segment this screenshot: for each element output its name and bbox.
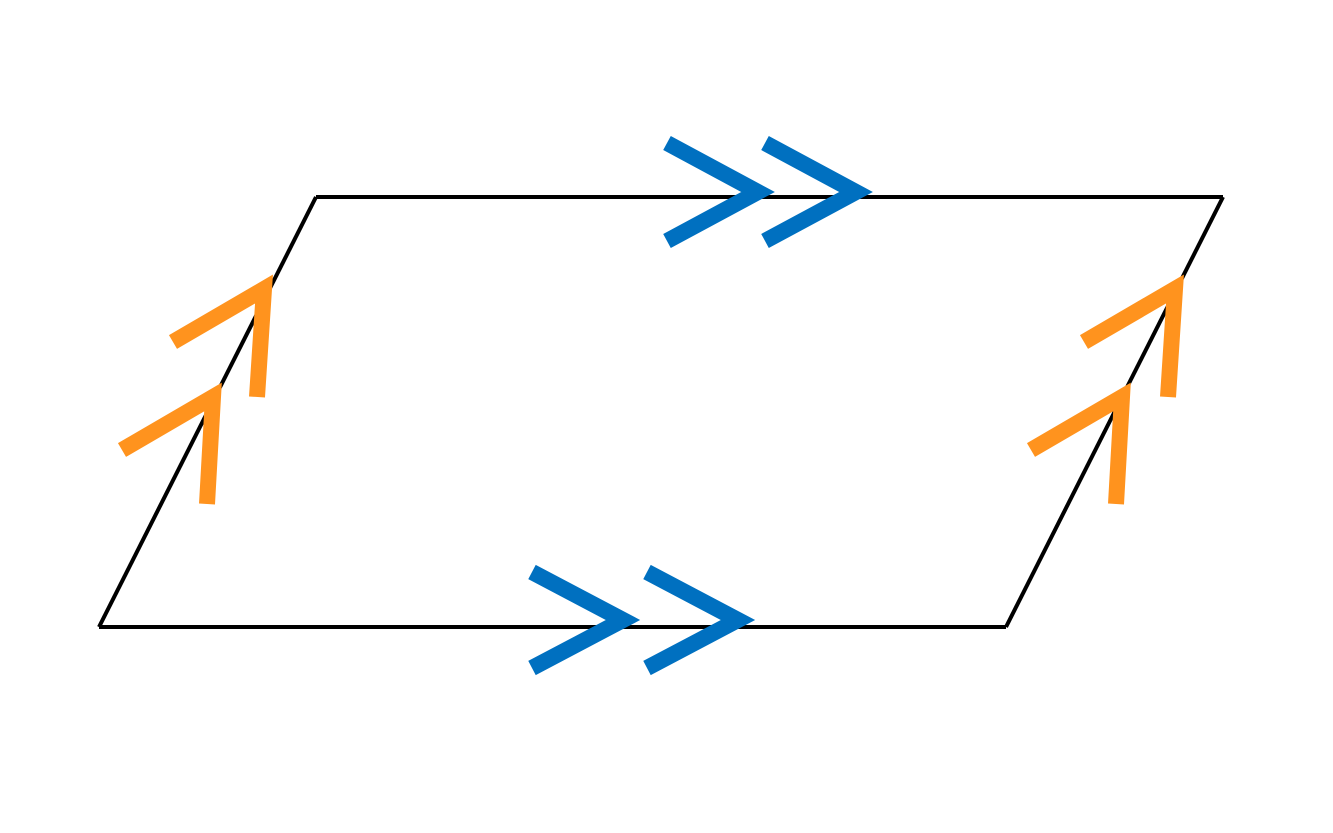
right-side-chevron-1 [1079, 274, 1184, 398]
left-side-chevron-2 [117, 382, 222, 505]
right-side-chevron-2 [1026, 382, 1131, 505]
horizontal-parallel-marks [528, 135, 873, 676]
parallelogram-outline [97, 195, 1225, 629]
top-side-chevron-1 [663, 135, 775, 249]
top-side-chevron-2 [761, 135, 873, 249]
left-side-chevron-1 [168, 274, 273, 398]
bottom-side-chevron-2 [643, 564, 756, 676]
slanted-parallel-marks [117, 274, 1184, 505]
bottom-side-chevron-1 [528, 564, 641, 676]
